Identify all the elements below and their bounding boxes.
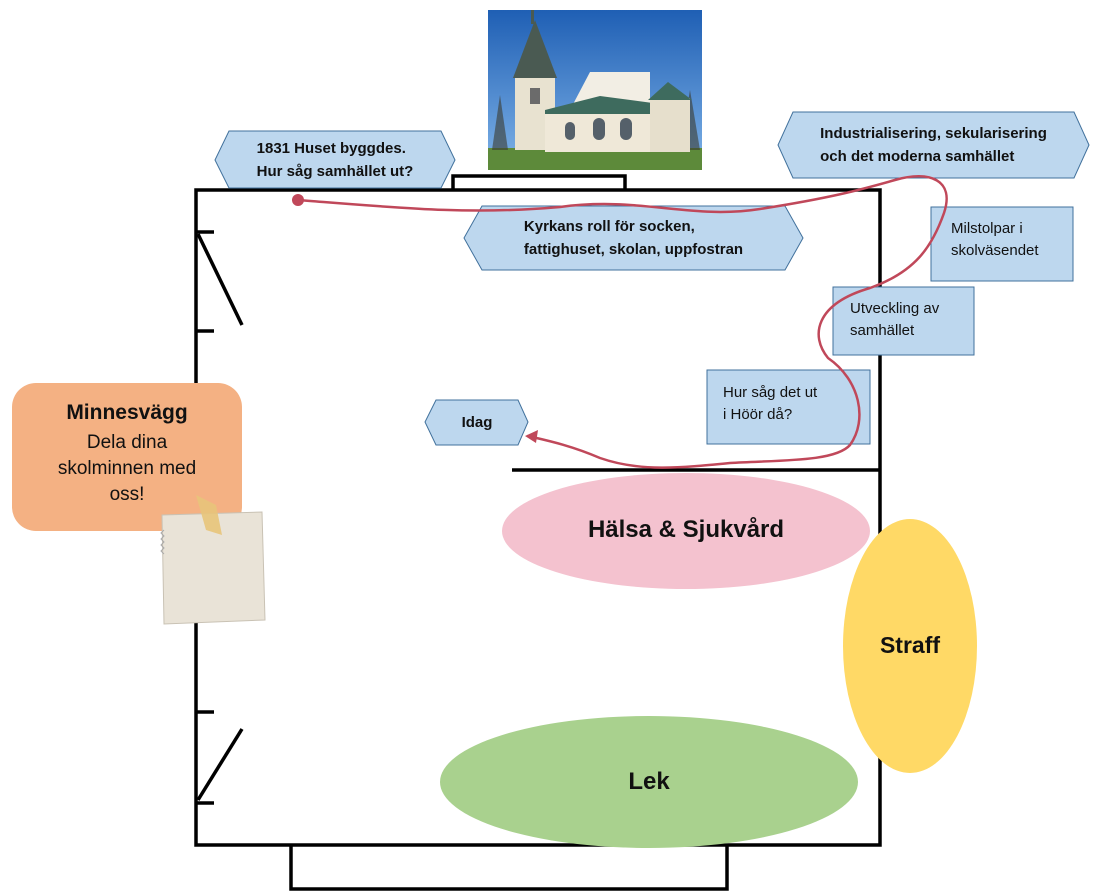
note-development[interactable] [832,286,975,356]
memory-wall-text: Dela dina skolminnen med oss! [57,432,197,505]
zone-play-label: Lek [628,768,670,795]
zone-health[interactable] [502,473,870,589]
walls [194,174,882,891]
zone-play[interactable] [440,716,858,848]
phase-start[interactable] [214,130,456,189]
pinned-note [160,495,266,625]
note-hoor-text: Hur såg det ut i Höör då? [723,384,818,423]
phase-start-text: 1831 Huset byggdes. Hur såg samhället ut… [256,139,414,180]
timeline-route [292,175,948,469]
note-milestones-text: Milstolpar i skolväsendet [951,220,1039,259]
phase-today-text: Idag [461,414,493,431]
phase-start-label: 1831 Huset byggdes. Hur såg samhället ut… [229,131,441,188]
zone-punishment[interactable] [843,519,977,773]
phase-industrial-label: Industrialisering, sekularisering och de… [793,112,1074,178]
route-arrowhead [525,430,538,443]
memory-wall-title: Minnesvägg [66,401,188,424]
phase-today-label: Idag [436,400,518,445]
note-milestones[interactable] [930,206,1074,282]
church-photo [488,10,702,170]
note-hoor[interactable] [706,369,871,445]
door [196,233,244,801]
zone-punishment-label: Straff [879,632,941,658]
phase-industrial[interactable] [777,111,1090,179]
route-start-dot [292,194,304,206]
phase-industrial-text: Industrialisering, sekularisering och de… [820,125,1047,165]
phase-today[interactable] [424,399,529,446]
memory-wall[interactable] [12,383,242,531]
phase-church-text: Kyrkans roll för socken, fattighuset, sk… [523,218,744,258]
phase-church-label: Kyrkans roll för socken, fattighuset, sk… [482,206,785,270]
zone-health-label: Hälsa & Sjukvård [587,516,785,543]
note-development-text: Utveckling av samhället [850,300,940,339]
